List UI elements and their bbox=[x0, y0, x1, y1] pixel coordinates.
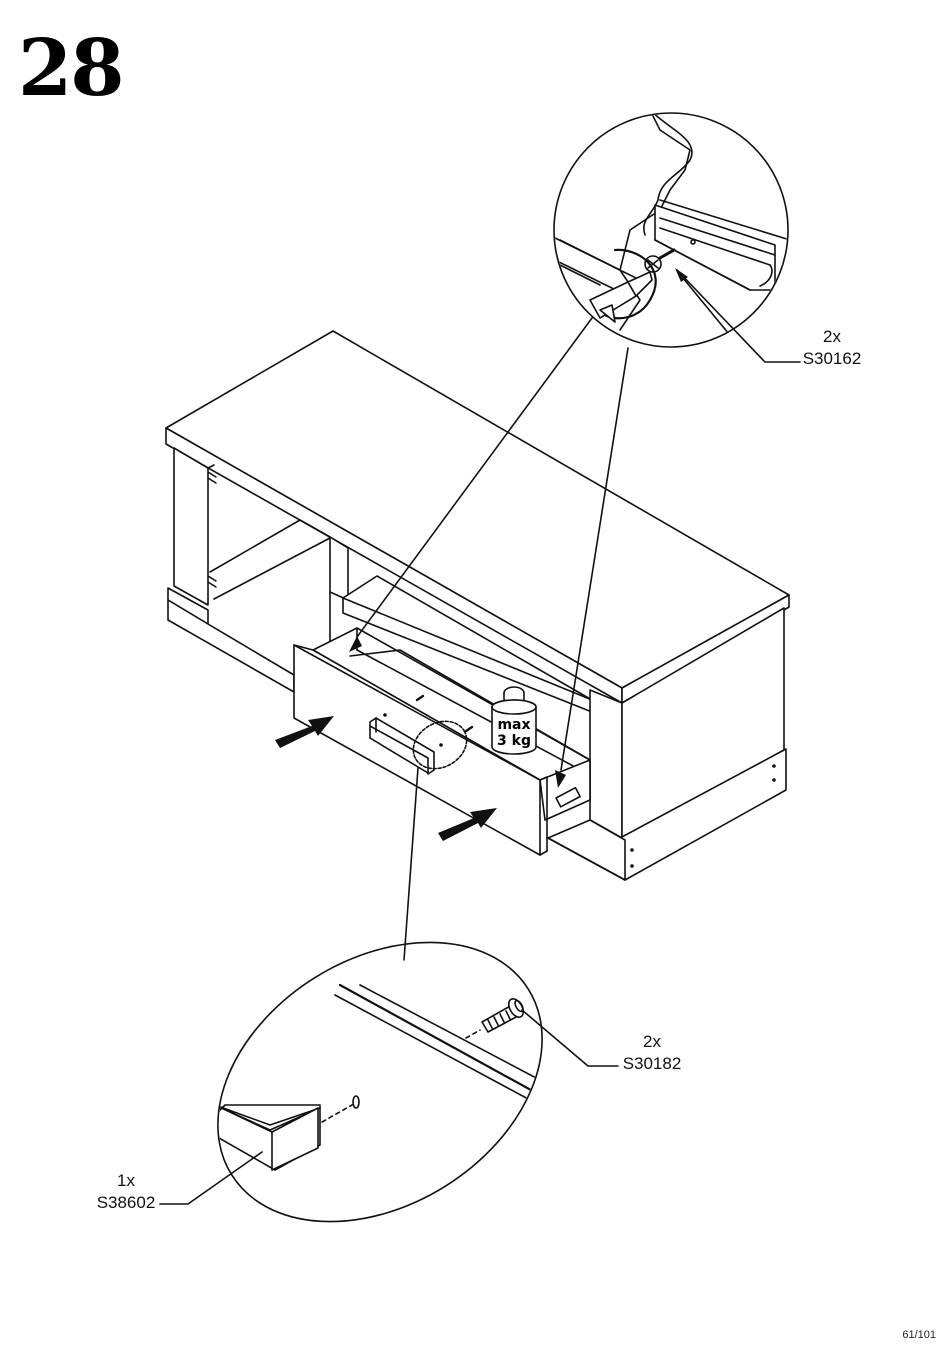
callout-code: S38602 bbox=[90, 1192, 162, 1214]
callout-handle-screw: 2x S30182 bbox=[616, 1031, 688, 1075]
shelf-pin bbox=[208, 576, 216, 587]
callout-qty: 1x bbox=[90, 1170, 162, 1192]
callout-drawer-screw: 2x S30162 bbox=[796, 326, 868, 370]
weight-limit-line2: 3 kg bbox=[497, 733, 531, 749]
weight-icon: max 3 kg bbox=[492, 687, 536, 754]
weight-limit-line1: max bbox=[497, 717, 530, 733]
detail-ellipse-handle bbox=[166, 885, 593, 1279]
right-side-panel bbox=[590, 690, 622, 838]
center-divider bbox=[330, 537, 348, 600]
shelf-pin bbox=[208, 472, 216, 483]
drawer bbox=[294, 628, 590, 855]
callout-code: S30162 bbox=[796, 348, 868, 370]
detail-circle-drawer-screw bbox=[554, 110, 790, 362]
callout-handle: 1x S38602 bbox=[90, 1170, 162, 1214]
callout-code: S30182 bbox=[616, 1053, 688, 1075]
left-side-panel bbox=[174, 448, 208, 605]
callout-qty: 2x bbox=[796, 326, 868, 348]
callout-qty: 2x bbox=[616, 1031, 688, 1053]
page-number: 61/101 bbox=[902, 1329, 936, 1341]
